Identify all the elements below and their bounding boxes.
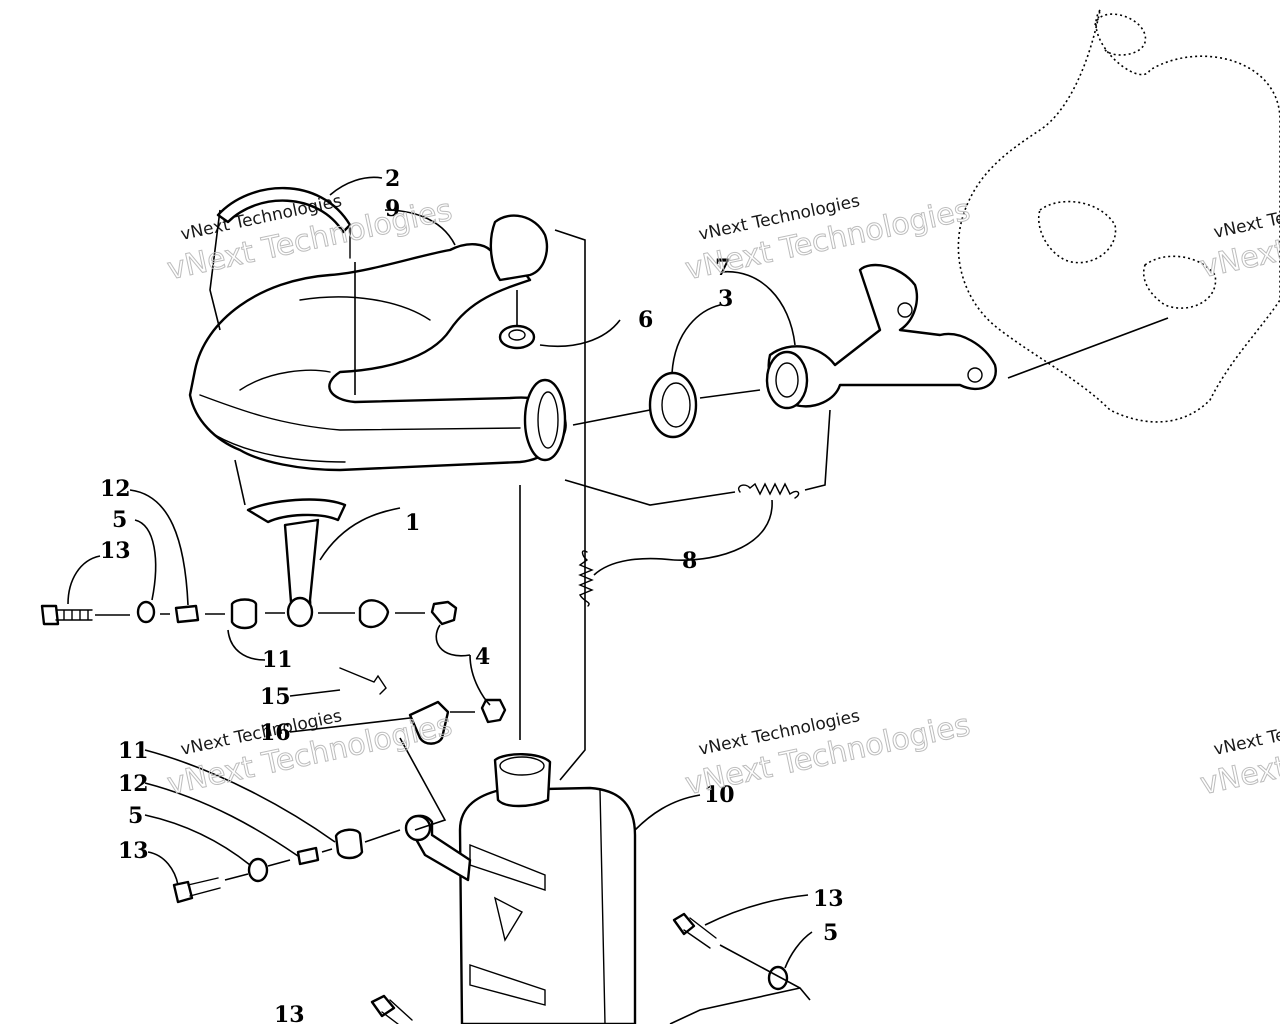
washer-5-lower-right xyxy=(767,965,789,991)
callout-13-bottom: 13 xyxy=(274,1002,305,1024)
bolt-13-lower-right xyxy=(672,912,717,949)
callout-10: 10 xyxy=(704,782,735,808)
muffler xyxy=(404,753,637,1024)
callout-5-lower-left: 5 xyxy=(128,803,143,829)
callout-13-upper: 13 xyxy=(100,538,131,564)
lock-nut-4-lower xyxy=(480,698,507,724)
bushing-12-lower xyxy=(296,846,320,866)
callout-5-upper: 5 xyxy=(112,507,127,533)
leader-lines xyxy=(67,176,1169,1024)
mounting-strap xyxy=(216,186,352,234)
rubber-washer xyxy=(358,599,390,629)
watermark-top-center: vNext Technologies vNext Technologies xyxy=(682,191,974,288)
callout-12-upper: 12 xyxy=(100,476,131,502)
bolt-13-lower-left xyxy=(172,877,221,904)
callout-15: 15 xyxy=(260,684,291,710)
gasket-ring xyxy=(498,324,536,350)
bushing-12-upper xyxy=(174,604,200,624)
callout-12-lower: 12 xyxy=(118,771,149,797)
watermark-middle-left: vNext Technologies vNext Technologies xyxy=(164,706,456,803)
watermark-middle-right: vNext Technologies vNext Technologies xyxy=(1197,706,1280,803)
expansion-chamber xyxy=(188,214,567,472)
callout-13-lower-left: 13 xyxy=(118,838,149,864)
exhaust-manifold xyxy=(765,263,997,410)
callout-8: 8 xyxy=(682,548,697,574)
callout-2: 2 xyxy=(385,166,400,192)
callout-16: 16 xyxy=(260,720,291,746)
watermark-top-right: vNext Technologies vNext Technologies xyxy=(1197,189,1280,286)
washer-5-lower-left xyxy=(247,857,269,883)
callout-labels: 2 9 6 7 3 1 12 5 13 11 4 8 15 16 11 12 5… xyxy=(100,166,844,1024)
tension-spring-horizontal xyxy=(738,482,800,499)
callout-3: 3 xyxy=(718,286,733,312)
callout-13-lower-right: 13 xyxy=(813,886,844,912)
watermark-middle-center: vNext Technologies vNext Technologies xyxy=(682,706,974,803)
callout-4: 4 xyxy=(475,644,490,670)
seal-ring xyxy=(648,371,698,439)
callout-11-upper: 11 xyxy=(262,647,293,673)
lock-nut-4-upper xyxy=(430,600,458,626)
rivet-15 xyxy=(339,667,387,695)
bracket-16 xyxy=(408,700,450,745)
bolt-13-bottom xyxy=(370,994,413,1024)
washer-5-upper xyxy=(136,600,156,624)
bolt-13-upper xyxy=(40,604,93,626)
callout-7: 7 xyxy=(715,255,730,281)
engine-outline xyxy=(957,9,1280,423)
callout-6: 6 xyxy=(638,307,653,333)
tension-spring-vertical xyxy=(578,550,594,607)
mounting-bracket xyxy=(246,498,347,628)
spacer-11-lower xyxy=(334,828,364,860)
callout-1: 1 xyxy=(405,510,420,536)
callout-9: 9 xyxy=(385,196,400,222)
callout-5-lower-right: 5 xyxy=(823,920,838,946)
callout-11-lower: 11 xyxy=(118,738,149,764)
spacer-11-upper xyxy=(230,598,258,630)
